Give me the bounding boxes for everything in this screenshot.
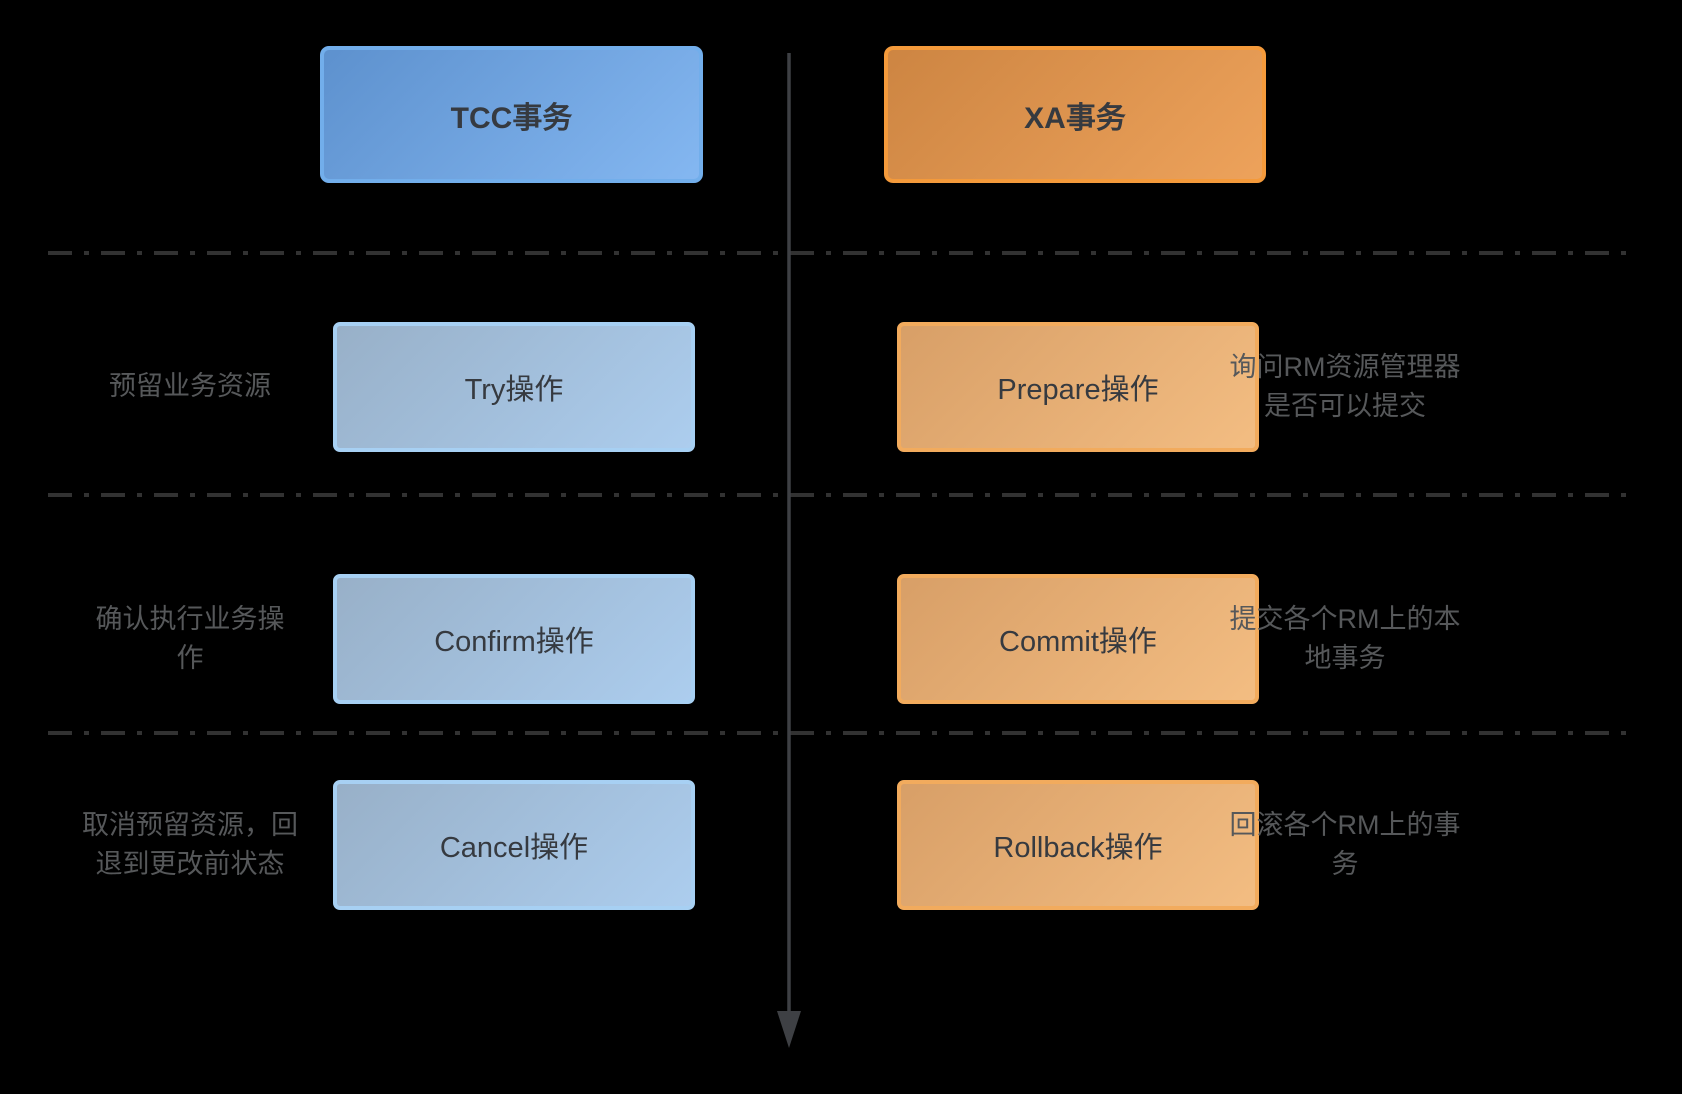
right-annotation-ask-rm: 询问RM资源管理器 是否可以提交 bbox=[1229, 351, 1461, 421]
left-annotation-cancel-reserved: 取消预留资源，回 退到更改前状态 bbox=[82, 809, 298, 879]
right-annotation-rollback-rm: 回滚各个RM上的事 务 bbox=[1229, 809, 1461, 879]
arrow-down-icon bbox=[777, 1011, 801, 1048]
xa-rollback-box: Rollback操作 bbox=[897, 780, 1259, 910]
left-annotation-confirm-business: 确认执行业务操 作 bbox=[95, 603, 285, 673]
tcc-cancel-box: Cancel操作 bbox=[333, 780, 695, 910]
xa-prepare-box: Prepare操作 bbox=[897, 322, 1259, 452]
xa-header-box: XA事务 bbox=[884, 46, 1266, 183]
xa-rollback-label: Rollback操作 bbox=[993, 832, 1163, 864]
tcc-try-label: Try操作 bbox=[464, 374, 564, 406]
tcc-cancel-label: Cancel操作 bbox=[439, 832, 589, 864]
tcc-confirm-label: Confirm操作 bbox=[434, 626, 594, 658]
xa-commit-label: Commit操作 bbox=[999, 626, 1157, 658]
tcc-confirm-box: Confirm操作 bbox=[333, 574, 695, 704]
tcc-header-box: TCC事务 bbox=[320, 46, 703, 183]
xa-prepare-label: Prepare操作 bbox=[997, 374, 1159, 406]
xa-commit-box: Commit操作 bbox=[897, 574, 1259, 704]
tcc-header-label: TCC事务 bbox=[450, 101, 573, 135]
xa-header-label: XA事务 bbox=[1024, 101, 1126, 135]
left-annotation-reserve-resources: 预留业务资源 bbox=[109, 371, 271, 402]
tcc-try-box: Try操作 bbox=[333, 322, 695, 452]
timeline-arrow bbox=[777, 53, 801, 1048]
right-annotation-commit-local: 提交各个RM上的本 地事务 bbox=[1229, 603, 1461, 673]
